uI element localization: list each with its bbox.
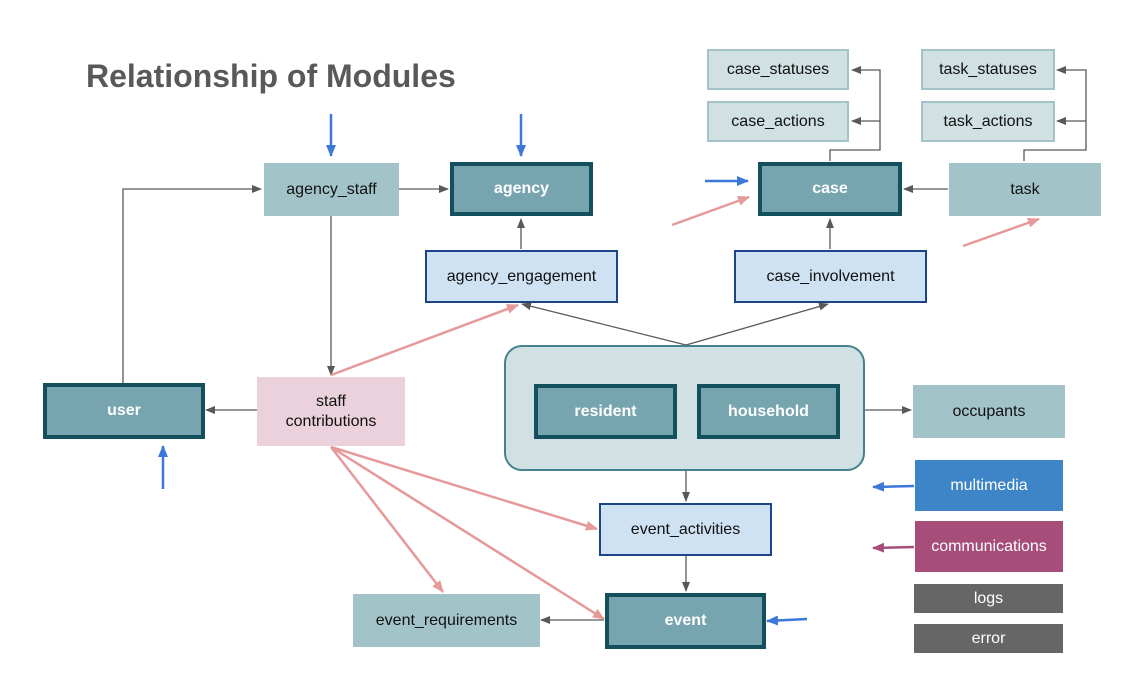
edge-case-to-case-statuses <box>829 66 881 161</box>
node-task-statuses: task_statuses <box>921 49 1055 90</box>
node-agency-staff: agency_staff <box>264 163 399 216</box>
node-task: task <box>949 163 1101 216</box>
node-resident: resident <box>534 384 677 439</box>
edge-staff-contributions-to-event <box>330 445 605 621</box>
node-event-activities: event_activities <box>599 503 772 556</box>
node-user: user <box>43 383 205 439</box>
node-event-requirements: event_requirements <box>353 594 540 647</box>
edge-pink-into-task <box>962 217 1040 248</box>
staff-contributions-label: staff contributions <box>285 392 377 430</box>
edge-task-to-task-statuses <box>1023 66 1087 161</box>
edge-group-to-case-involvement <box>685 302 829 346</box>
page-title: Relationship of Modules <box>86 58 456 94</box>
node-case-involvement: case_involvement <box>734 250 927 303</box>
edge-staff-contributions-to-agency-engagement <box>330 303 519 377</box>
edge-blue-into-multimedia <box>872 481 915 492</box>
edge-staff-contributions-to-event-activities <box>330 445 598 531</box>
legend-communications: communications <box>915 521 1063 572</box>
legend-error: error <box>914 624 1063 653</box>
node-agency-engagement: agency_engagement <box>425 250 618 303</box>
edge-pink-into-case <box>671 195 750 227</box>
edge-purple-into-communications <box>872 542 915 553</box>
node-case: case <box>758 162 902 216</box>
node-household: household <box>697 384 840 439</box>
node-case-actions: case_actions <box>707 101 849 142</box>
node-task-actions: task_actions <box>921 101 1055 142</box>
edge-group-to-agency-engagement <box>521 302 687 346</box>
node-event: event <box>605 593 766 649</box>
edge-staff-contributions-to-event-requirements <box>330 446 444 593</box>
node-staff-contributions: staff contributions <box>257 377 405 446</box>
edge-user-to-agency-staff <box>122 185 262 383</box>
node-occupants: occupants <box>913 385 1065 438</box>
legend-logs: logs <box>914 584 1063 613</box>
node-agency: agency <box>450 162 593 216</box>
legend-multimedia: multimedia <box>915 460 1063 511</box>
edge-blue-into-event <box>766 615 808 626</box>
node-case-statuses: case_statuses <box>707 49 849 90</box>
